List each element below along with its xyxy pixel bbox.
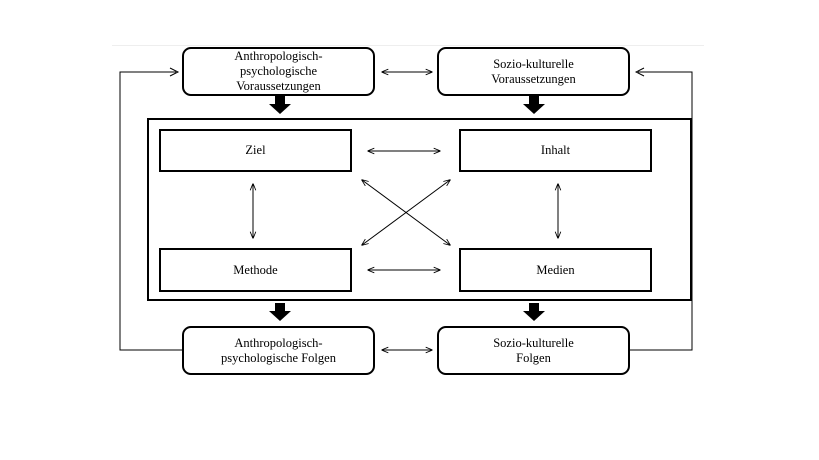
box-sozio-kulturelle-folgen: Sozio-kulturelle Folgen [437, 326, 630, 375]
box-line: Sozio-kulturelle [493, 335, 574, 350]
box-line: Voraussetzungen [236, 79, 321, 93]
feedback-loop-left [119, 71, 182, 351]
box-ziel: Ziel [159, 129, 352, 172]
thick-arrow-down-bottom-left [269, 303, 291, 321]
box-anthropologisch-folgen: Anthropologisch- psychologische Folgen [182, 326, 375, 375]
box-line: Folgen [516, 350, 551, 365]
top-rule [112, 45, 704, 46]
thick-arrow-down-bottom-right [523, 303, 545, 321]
box-anthropologisch-voraussetzungen: Anthropologisch- psychologische Vorausse… [182, 47, 375, 96]
thick-arrow-down-top-right [523, 96, 545, 114]
box-inhalt: Inhalt [459, 129, 652, 172]
feedback-loop-right [630, 71, 693, 351]
box-line: Anthropologisch- [234, 49, 323, 63]
box-line: psychologische Folgen [221, 350, 336, 365]
inner-frame [147, 118, 692, 301]
box-line: Sozio-kulturelle [493, 56, 574, 71]
box-label: Ziel [245, 143, 266, 157]
box-line: Anthropologisch- [234, 335, 323, 350]
box-label: Inhalt [540, 143, 571, 157]
arrow-diagonal-inhalt-methode [362, 180, 450, 245]
box-methode: Methode [159, 248, 352, 292]
box-label: Methode [233, 262, 278, 277]
box-line: psychologische [239, 64, 318, 78]
box-medien: Medien [459, 248, 652, 292]
box-sozio-kulturelle-voraussetzungen: Sozio-kulturelle Voraussetzungen [437, 47, 630, 96]
box-label: Medien [536, 262, 575, 277]
thick-arrow-down-top-left [269, 96, 291, 114]
box-line: Voraussetzungen [491, 71, 576, 86]
